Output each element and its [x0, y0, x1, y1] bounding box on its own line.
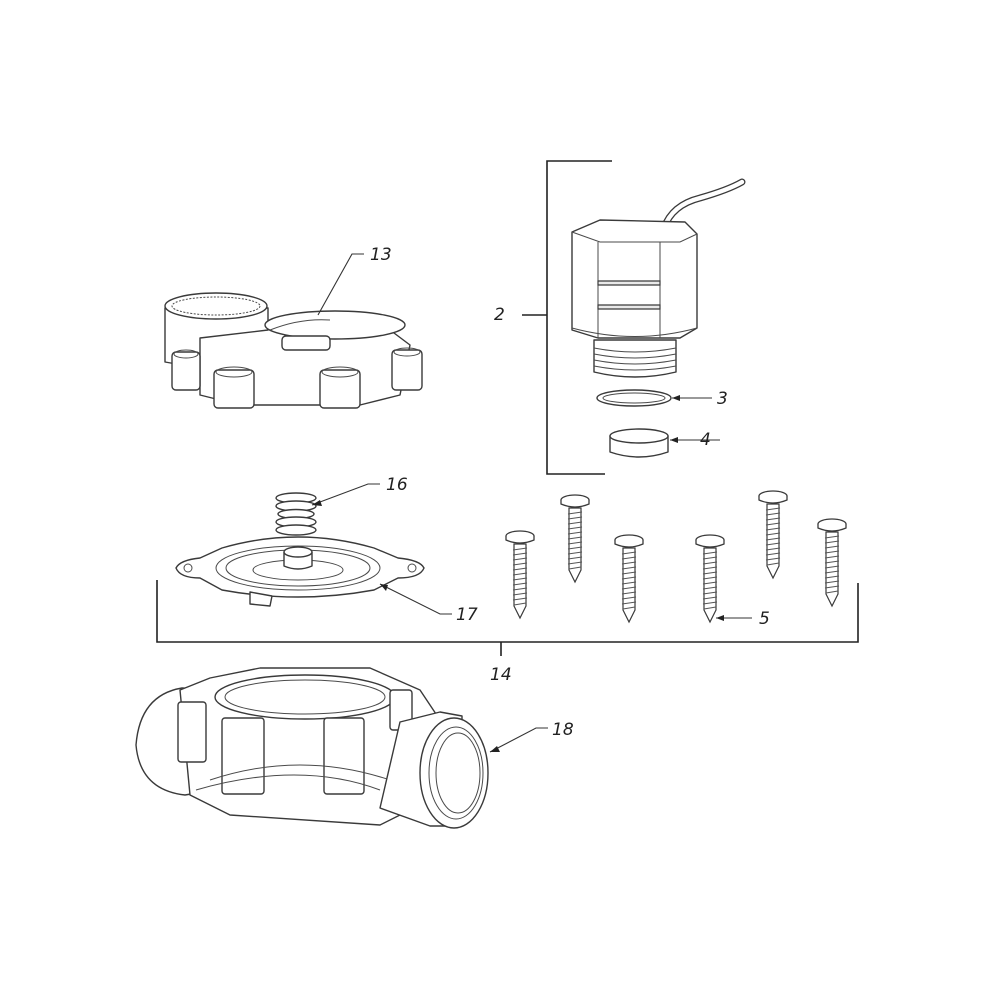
callout-18: 18 — [489, 720, 574, 753]
part-4-cap — [609, 428, 669, 458]
screw-3 — [614, 534, 644, 623]
callout-16: 16 — [311, 475, 408, 506]
screw-4 — [695, 534, 725, 623]
part-2-solenoid — [571, 178, 746, 378]
part-13-bonnet — [164, 292, 423, 409]
label-13: 13 — [370, 245, 392, 265]
callout-17: 17 — [379, 583, 478, 625]
label-5: 5 — [759, 609, 770, 629]
callout-5: 5 — [716, 609, 770, 629]
screw-2 — [560, 494, 590, 583]
callout-13: 13 — [317, 245, 392, 316]
part-17-diaphragm — [175, 536, 425, 607]
screw-6 — [817, 518, 847, 607]
label-4: 4 — [700, 430, 711, 450]
label-18: 18 — [552, 720, 574, 740]
callout-4: 4 — [670, 430, 720, 450]
callout-3: 3 — [672, 389, 728, 409]
screw-5 — [758, 490, 788, 579]
label-17: 17 — [456, 605, 478, 625]
bracket-group-14: 14 — [156, 580, 859, 685]
label-3: 3 — [717, 389, 728, 409]
bracket-group-2: 2 — [494, 160, 612, 475]
label-14: 14 — [490, 665, 512, 685]
label-16: 16 — [386, 475, 408, 495]
part-16-spring — [275, 492, 317, 536]
part-3-o-ring — [596, 389, 672, 407]
label-2: 2 — [494, 305, 505, 325]
part-18-valve-body — [135, 667, 489, 829]
part-5-screws — [505, 490, 847, 623]
screw-1 — [505, 530, 535, 619]
